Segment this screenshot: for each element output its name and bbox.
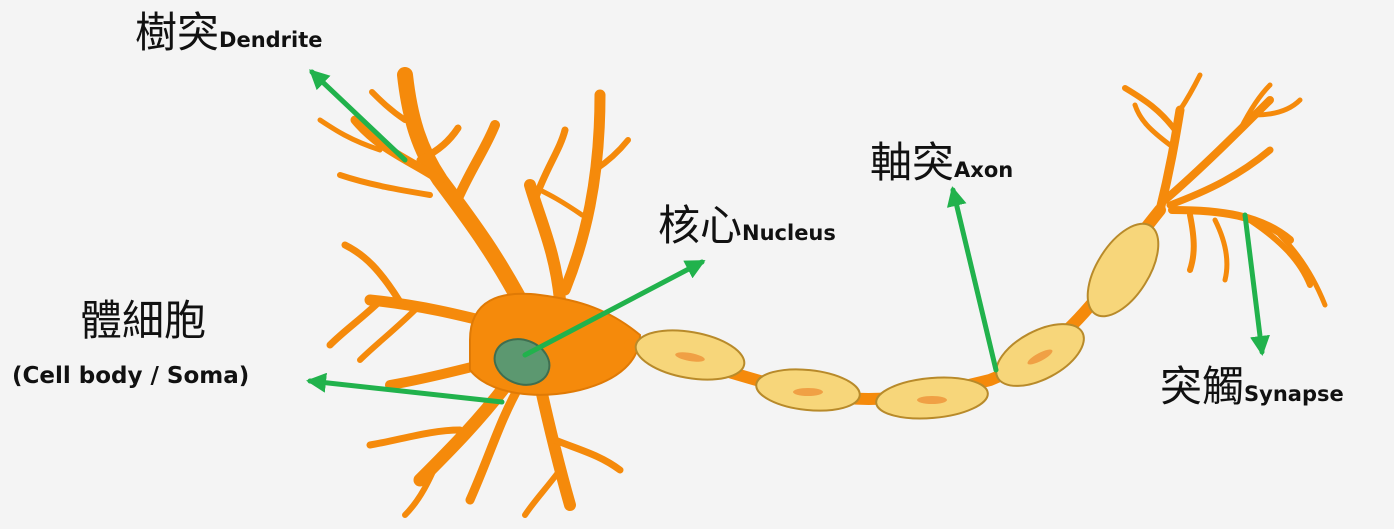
synapse-label-en: Synapse <box>1244 382 1344 406</box>
dendrites <box>320 75 628 515</box>
cell-body-label-en: (Cell body / Soma) <box>12 363 249 389</box>
synapse-label: 突觸Synapse <box>1160 366 1344 408</box>
nucleus-label-zh: 核心 <box>658 201 742 250</box>
cell-body-label-en-wrap: (Cell body / Soma) <box>12 365 249 388</box>
axon-arrow <box>953 190 996 370</box>
cell-body-label-zh-wrap: 體細胞 <box>80 300 206 342</box>
axon-label: 軸突Axon <box>870 142 1013 184</box>
cell-body-label-zh: 體細胞 <box>80 296 206 345</box>
nucleus-label-en: Nucleus <box>742 221 836 245</box>
dendrite-label: 樹突Dendrite <box>135 12 323 54</box>
axon-terminals <box>1125 75 1325 305</box>
dendrite-label-en: Dendrite <box>219 28 323 52</box>
synapse-arrow <box>1245 215 1262 352</box>
axon-label-en: Axon <box>954 158 1013 182</box>
nucleus-label: 核心Nucleus <box>658 205 836 247</box>
synapse-label-zh: 突觸 <box>1160 362 1244 411</box>
dendrite-arrow <box>312 72 405 160</box>
dendrite-label-zh: 樹突 <box>135 8 219 57</box>
axon-label-zh: 軸突 <box>870 138 954 187</box>
